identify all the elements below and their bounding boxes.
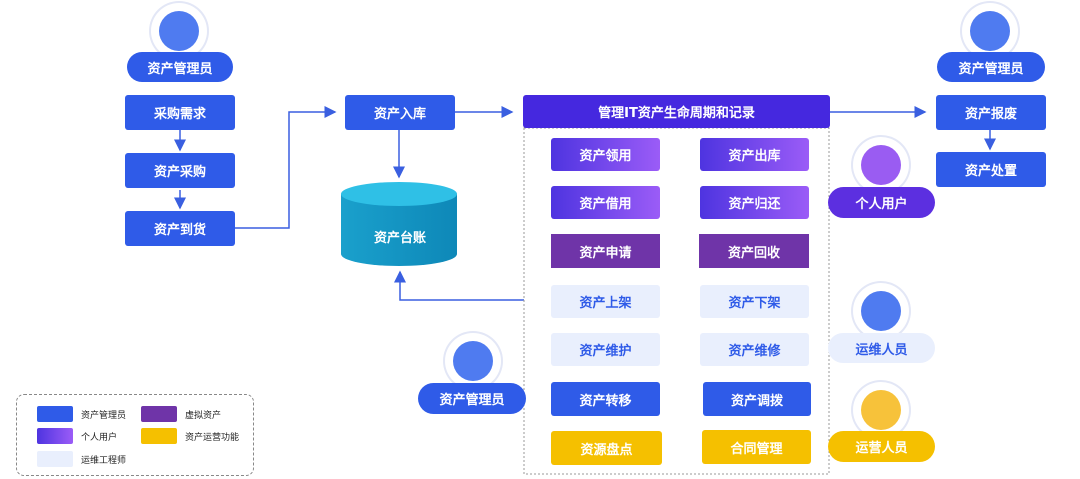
legend-swatch xyxy=(37,428,73,444)
legend-swatch xyxy=(141,428,177,444)
arrow-arrival-to-inbound xyxy=(234,106,337,229)
asset-inbound-box[interactable]: 资产入库 xyxy=(345,95,455,130)
step-asset-dispose[interactable]: 资产处置 xyxy=(936,152,1046,187)
cell-asset-maintain[interactable]: 资产维护 xyxy=(551,333,660,366)
step-asset-arrival[interactable]: 资产到货 xyxy=(125,211,235,246)
cell-asset-outbound[interactable]: 资产出库 xyxy=(700,138,809,171)
cell-asset-apply[interactable]: 资产申请 xyxy=(551,234,660,268)
cell-asset-return[interactable]: 资产归还 xyxy=(700,186,809,219)
legend-item-operations: 资产运营功能 xyxy=(141,428,239,444)
legend-label: 个人用户 xyxy=(81,432,118,443)
role-operations: 运营人员 xyxy=(828,431,935,462)
legend-label: 运维工程师 xyxy=(81,455,127,466)
legend-item-personal: 个人用户 xyxy=(37,428,117,444)
legend-item-virtual: 虚拟资产 xyxy=(141,406,221,422)
admin-avatar-bottom xyxy=(445,333,501,389)
role-personal-user: 个人用户 xyxy=(828,187,935,218)
step-asset-scrap[interactable]: 资产报废 xyxy=(936,95,1046,130)
cell-contract-management[interactable]: 合同管理 xyxy=(702,430,811,464)
step-asset-purchase[interactable]: 资产采购 xyxy=(125,153,235,188)
ledger-label[interactable]: 资产台账 xyxy=(373,230,426,246)
ops-engineer-avatar xyxy=(853,283,909,339)
operations-avatar xyxy=(853,382,909,438)
cell-asset-receive[interactable]: 资产领用 xyxy=(551,138,660,171)
role-ops-engineer: 运维人员 xyxy=(828,333,935,363)
step-purchase-demand[interactable]: 采购需求 xyxy=(125,95,235,130)
main-frame xyxy=(523,127,830,475)
cell-asset-recycle[interactable]: 资产回收 xyxy=(699,234,809,268)
cell-asset-transfer[interactable]: 资产转移 xyxy=(551,382,660,416)
arrow-main-to-ledger xyxy=(394,270,524,301)
cell-asset-repair[interactable]: 资产维修 xyxy=(700,333,809,366)
legend-swatch xyxy=(141,406,177,422)
role-admin-left: 资产管理员 xyxy=(127,52,233,82)
legend-swatch xyxy=(37,451,73,467)
legend: 资产管理员 虚拟资产 个人用户 资产运营功能 运维工程师 xyxy=(16,394,254,476)
legend-item-ops-engineer: 运维工程师 xyxy=(37,451,126,467)
cell-asset-allocate[interactable]: 资产调拨 xyxy=(703,382,811,416)
legend-label: 资产运营功能 xyxy=(185,432,240,443)
cell-asset-shelve[interactable]: 资产上架 xyxy=(551,285,660,318)
cell-asset-unshelve[interactable]: 资产下架 xyxy=(700,285,809,318)
admin-avatar-left xyxy=(151,3,207,59)
ledger-cylinder xyxy=(341,182,457,266)
legend-item-admin: 资产管理员 xyxy=(37,406,126,422)
personal-user-avatar xyxy=(853,137,909,193)
role-admin-bottom: 资产管理员 xyxy=(418,383,526,414)
cell-resource-inventory[interactable]: 资源盘点 xyxy=(551,431,662,465)
legend-swatch xyxy=(37,406,73,422)
legend-label: 虚拟资产 xyxy=(185,410,222,421)
role-admin-right: 资产管理员 xyxy=(937,52,1045,82)
main-title: 管理IT资产生命周期和记录 xyxy=(523,95,830,128)
cell-asset-borrow[interactable]: 资产借用 xyxy=(551,186,660,219)
legend-label: 资产管理员 xyxy=(81,410,127,421)
admin-avatar-right xyxy=(962,3,1018,59)
